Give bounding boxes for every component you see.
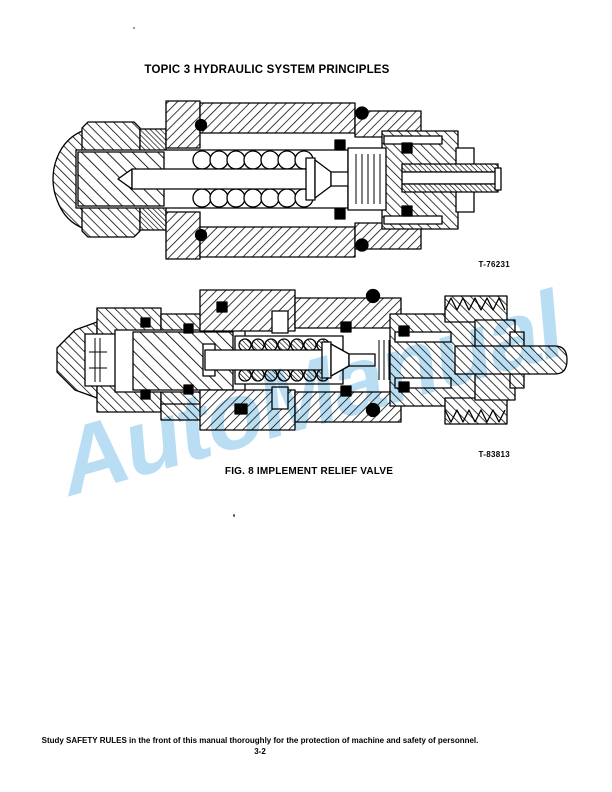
figure-caption: FIG. 8 IMPLEMENT RELIEF VALVE	[224, 466, 394, 477]
page-footer: Study SAFETY RULES in the front of this …	[0, 736, 520, 756]
scan-speck	[133, 27, 135, 29]
valve-diagram-lower	[56, 288, 568, 431]
page-title: TOPIC 3 HYDRAULIC SYSTEM PRINCIPLES	[144, 64, 390, 76]
valve-diagram-upper	[52, 100, 502, 260]
safety-note: Study SAFETY RULES in the front of this …	[41, 736, 479, 745]
page-number: 3-2	[254, 747, 266, 756]
figure-ref-label-lower: T-83813	[478, 450, 510, 459]
scan-speck	[233, 514, 235, 517]
figure-ref-label-upper: T-76231	[478, 260, 510, 269]
